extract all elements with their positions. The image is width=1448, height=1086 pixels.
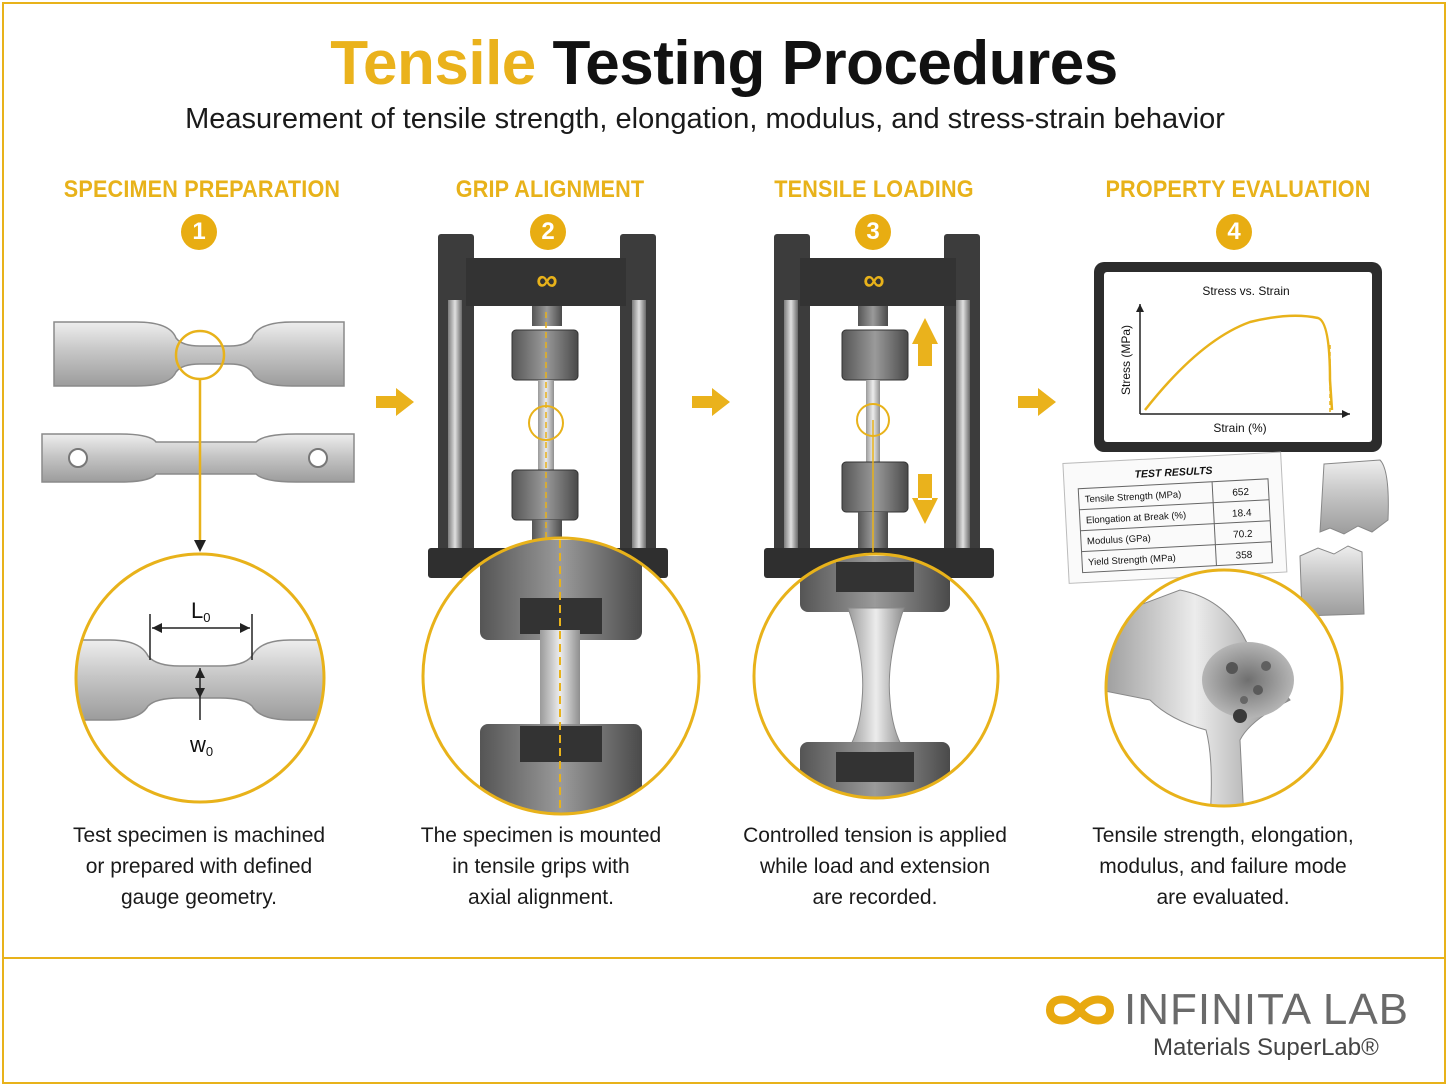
- desc-line: in tensile grips with: [452, 855, 630, 878]
- step-3-number: 3: [855, 214, 891, 250]
- chart-ylabel: Stress (MPa): [1119, 325, 1133, 395]
- result-value: 652: [1232, 487, 1250, 499]
- length-label: L0: [191, 598, 210, 625]
- arrow-up-icon: [912, 318, 938, 366]
- step-3-title: TENSILE LOADING: [774, 176, 974, 203]
- step-1-magnified-circle: L0 w0: [74, 552, 326, 804]
- result-value: 18.4: [1232, 508, 1252, 520]
- infinity-logo-icon: ∞: [863, 264, 884, 297]
- result-label: Tensile Strength (MPa): [1085, 489, 1182, 505]
- width-label: w0: [189, 732, 213, 759]
- brand-tagline: Materials SuperLab®: [1153, 1034, 1379, 1061]
- step-1-title: SPECIMEN PREPARATION: [63, 176, 341, 203]
- flow-arrows: [376, 388, 1056, 416]
- step-1-specimens: [41, 321, 355, 552]
- desc-line: axial alignment.: [468, 886, 614, 909]
- desc-line: Test specimen is machined: [72, 824, 326, 847]
- step-2-magnified-circle: [421, 536, 701, 816]
- arrow-right-icon: [376, 388, 414, 416]
- step-1-number: 1: [181, 214, 217, 250]
- page-title: Tensile Testing Procedures: [0, 28, 1448, 99]
- footer-divider: [2, 957, 1446, 959]
- step-2-title: GRIP ALIGNMENT: [455, 176, 645, 203]
- step-2-number: 2: [530, 214, 566, 250]
- step-3-magnified-circle: [752, 552, 1000, 800]
- fractured-pieces: [1299, 459, 1389, 617]
- arrow-down-icon: [912, 474, 938, 524]
- desc-line: modulus, and failure mode: [1099, 855, 1347, 878]
- desc-line: gauge geometry.: [120, 886, 278, 909]
- desc-line: Tensile strength, elongation,: [1092, 824, 1354, 847]
- step-4-magnified-circle: [1104, 568, 1344, 808]
- result-label: Modulus (GPa): [1087, 533, 1151, 547]
- test-results-card: TEST RESULTS Tensile Strength (MPa) 652 …: [1062, 451, 1288, 584]
- step-3-test-frame: ∞: [764, 234, 994, 578]
- chart-title: Stress vs. Strain: [1202, 284, 1289, 298]
- step-4-monitor: Stress vs. Strain Strain (%) Stress (MPa…: [1094, 262, 1382, 452]
- infinity-logo-icon: ∞: [536, 264, 557, 297]
- step-4-description: Tensile strength, elongation, modulus, a…: [1068, 820, 1378, 913]
- title-rest: Testing Procedures: [552, 29, 1119, 98]
- arrow-right-icon: [692, 388, 730, 416]
- brand-name: INFINITA LAB: [1124, 985, 1410, 1034]
- step-1-description: Test specimen is machined or prepared wi…: [44, 820, 354, 913]
- illustration-canvas: L0 w0 ∞: [41, 234, 1389, 816]
- chart-xlabel: Strain (%): [1213, 421, 1266, 435]
- result-label: Elongation at Break (%): [1086, 510, 1187, 526]
- result-value: 70.2: [1233, 529, 1253, 541]
- desc-line: while load and extension: [760, 855, 990, 878]
- desc-line: are evaluated.: [1156, 886, 1290, 909]
- step-3-description: Controlled tension is applied while load…: [720, 820, 1030, 913]
- desc-line: Controlled tension is applied: [743, 824, 1007, 847]
- page-subtitle: Measurement of tensile strength, elongat…: [185, 103, 1225, 135]
- desc-line: The specimen is mounted: [420, 824, 662, 847]
- step-4-title: PROPERTY EVALUATION: [1105, 176, 1371, 203]
- title-accent: Tensile: [330, 29, 536, 98]
- step-4-number: 4: [1216, 214, 1252, 250]
- arrow-right-icon: [1018, 388, 1056, 416]
- result-value: 358: [1235, 550, 1253, 562]
- brand-infinity-icon: [1045, 995, 1115, 1025]
- results-heading: TEST RESULTS: [1134, 465, 1213, 481]
- desc-line: or prepared with defined: [85, 855, 313, 878]
- desc-line: are recorded.: [812, 886, 938, 909]
- step-2-description: The specimen is mounted in tensile grips…: [386, 820, 696, 913]
- step-2-test-frame: ∞: [428, 234, 668, 578]
- result-label: Yield Strength (MPa): [1088, 553, 1176, 569]
